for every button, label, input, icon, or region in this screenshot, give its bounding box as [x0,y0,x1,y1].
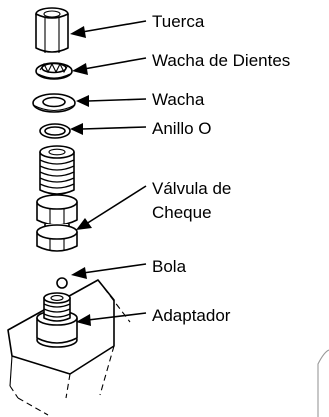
ball-part [56,277,68,289]
leader-o-ring [70,123,147,135]
leader-tooth-washer [72,57,147,75]
label-ball: Bola [152,257,187,276]
adapter-part [36,292,78,348]
nut-part [35,7,69,53]
washer-part [32,93,76,113]
check-valve-part [36,145,78,252]
label-tooth-washer: Wacha de Dientes [152,51,290,70]
label-washer: Wacha [152,90,205,109]
label-nut: Tuerca [152,12,205,31]
leader-check-valve [76,185,147,230]
label-o-ring: Anillo O [152,119,212,138]
o-ring-part [39,123,71,139]
partial-component-outline [317,349,329,417]
tooth-washer-part [35,62,73,80]
leader-washer [76,95,147,107]
label-check-valve-line2: Cheque [152,203,212,222]
label-adapter: Adaptador [152,306,231,325]
leader-nut [70,20,147,38]
label-check-valve-line1: Válvula de [152,179,231,198]
leader-ball [71,263,147,279]
leader-adapter [76,312,147,326]
